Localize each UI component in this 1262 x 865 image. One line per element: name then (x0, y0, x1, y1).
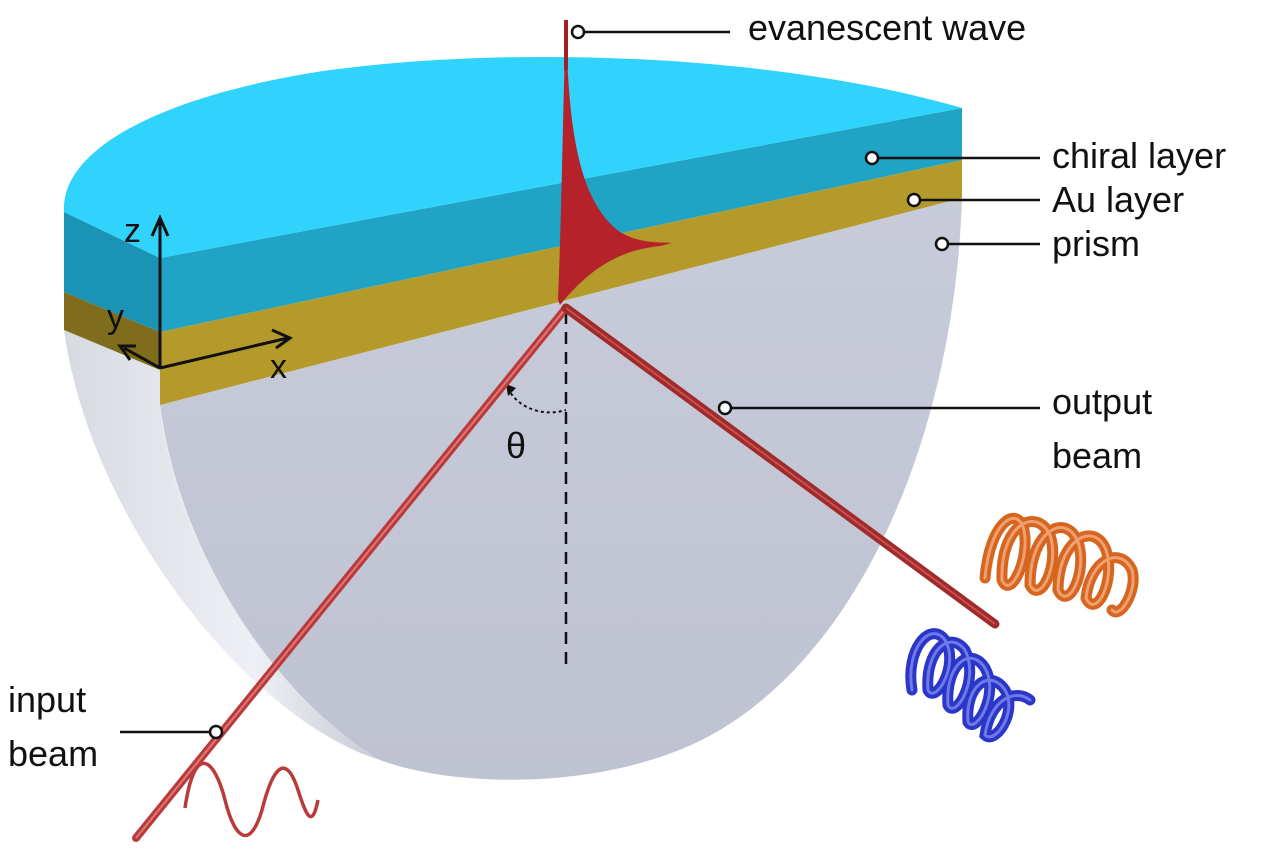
leader-lines (120, 30, 1040, 734)
chiral-layer-left (64, 212, 160, 332)
theta-arrowhead (506, 384, 516, 396)
chiral-layer-label: chiral layer (1052, 135, 1226, 176)
input-beam-label-line1: input (8, 679, 86, 720)
input-beam-label-line2: beam (8, 733, 98, 774)
au-layer-left (64, 292, 160, 370)
theta-arc (507, 387, 567, 414)
leader-markers (208, 24, 950, 740)
theta-label: θ (506, 425, 526, 466)
output-beam-label-line2: beam (1052, 435, 1142, 476)
evanescent-wave-label: evanescent wave (748, 7, 1026, 48)
coordinate-axes (117, 214, 294, 370)
input-beam-highlight (135, 307, 567, 839)
chiral-layer-top (63, 56, 962, 258)
prism-side (64, 330, 380, 760)
prism-label: prism (1052, 223, 1140, 264)
z-axis-label: z (124, 212, 141, 250)
circular-polarization-helix-orange (979, 513, 1139, 618)
au-layer-label: Au layer (1052, 179, 1184, 220)
prism-face (160, 198, 962, 780)
output-beam-highlight (565, 307, 996, 625)
evanescent-wave-shape (558, 20, 672, 305)
circular-polarization-helix-blue (905, 628, 1036, 743)
y-axis-label: y (107, 298, 124, 336)
output-beam-label-line1: output (1052, 381, 1152, 422)
linear-polarization-wave (183, 761, 320, 838)
x-axis-label: x (270, 348, 287, 386)
